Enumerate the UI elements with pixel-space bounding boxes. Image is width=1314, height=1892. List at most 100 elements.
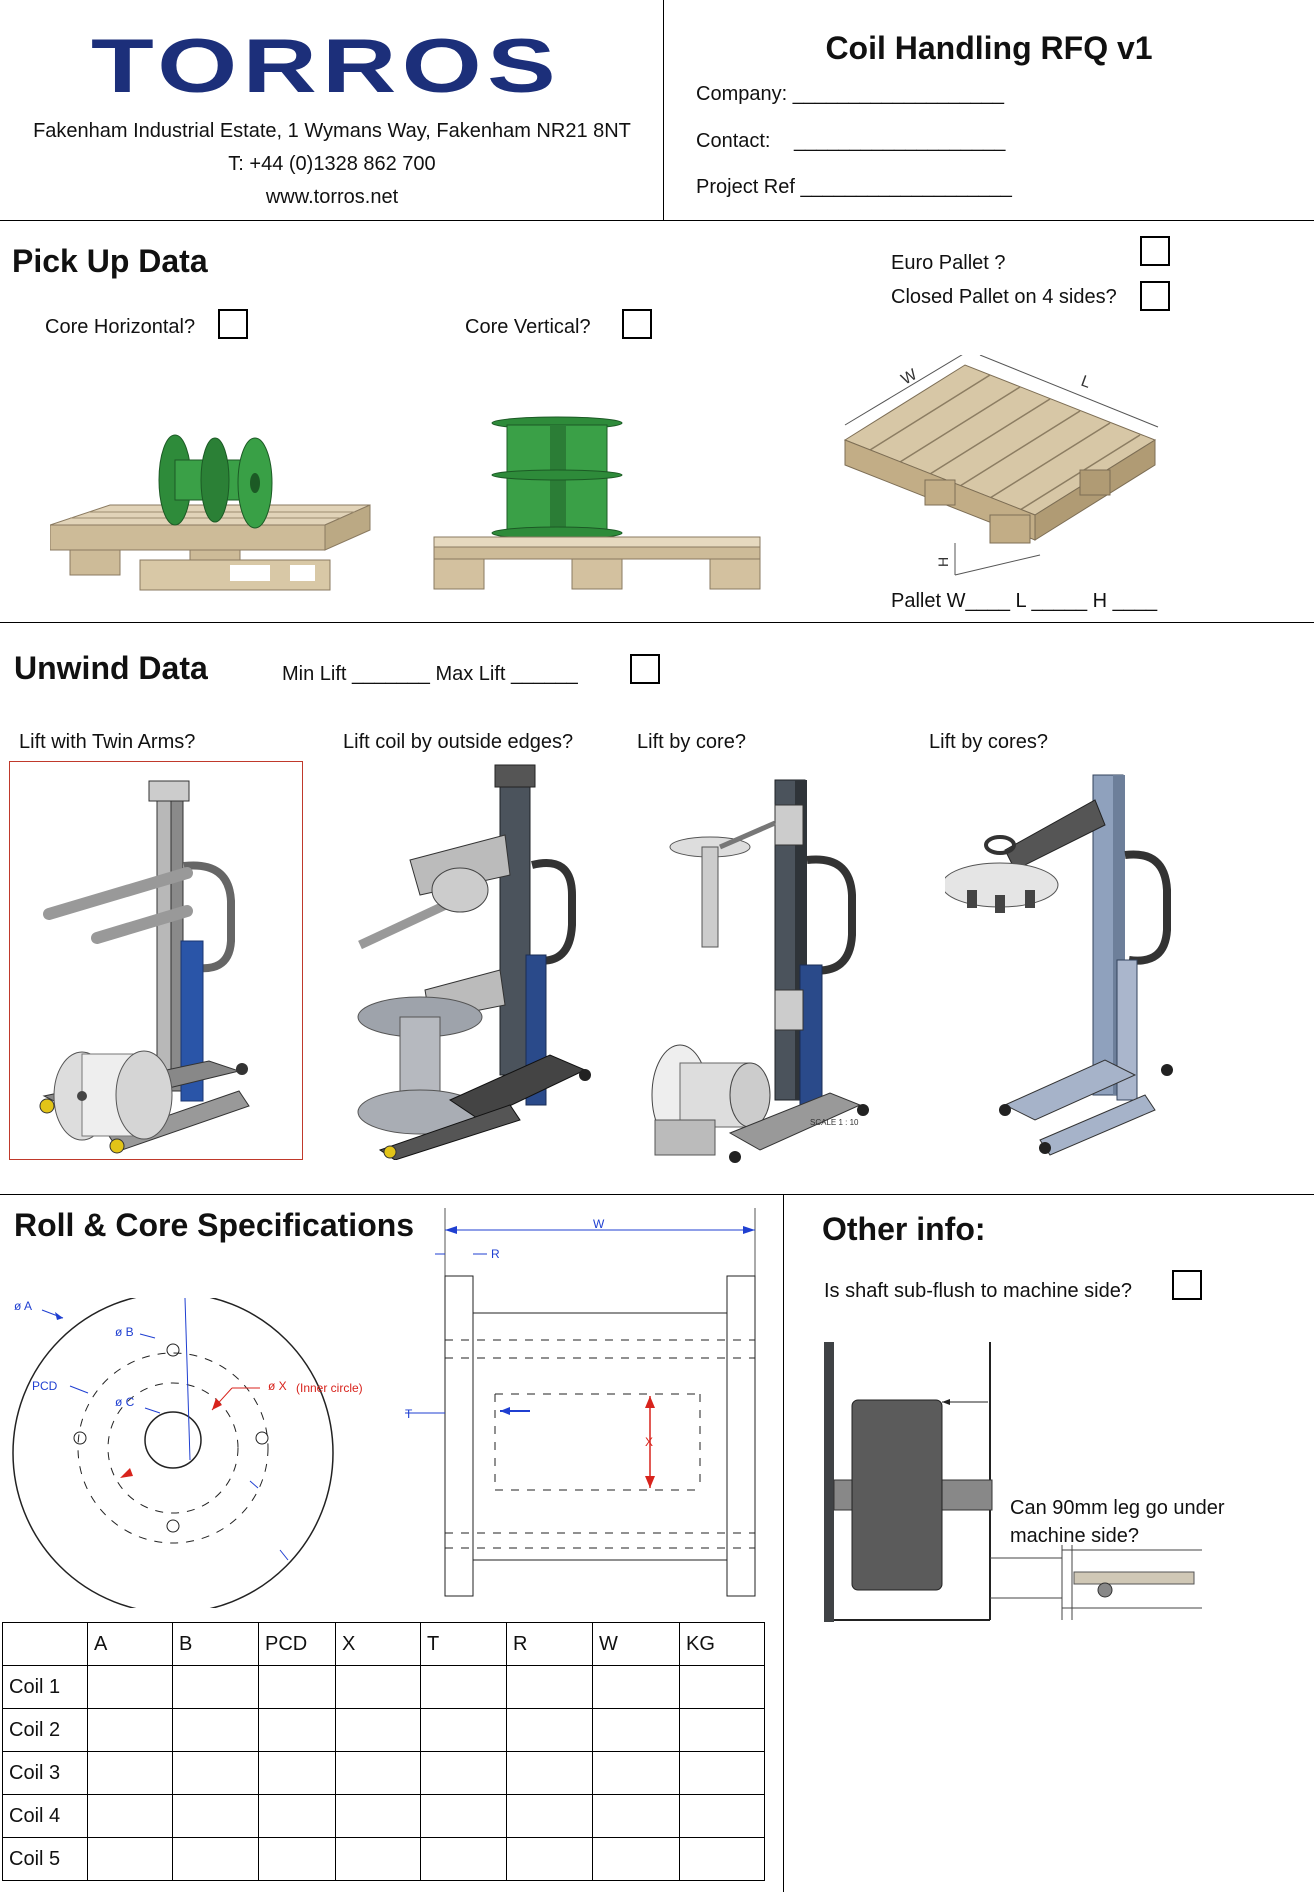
contact-field[interactable]: ___________________ bbox=[794, 130, 1006, 152]
table-cell[interactable] bbox=[420, 1794, 507, 1838]
dim-t-label: T bbox=[405, 1407, 413, 1421]
core-horizontal-checkbox[interactable] bbox=[218, 309, 248, 339]
leg-question-line-2: machine side? bbox=[1010, 1525, 1139, 1547]
table-cell[interactable] bbox=[335, 1837, 421, 1881]
roll-face-diagram: ø A ø B PCD ø C ø X (Inner circle) bbox=[12, 1298, 363, 1608]
table-cell[interactable] bbox=[420, 1751, 507, 1795]
other-info-heading: Other info: bbox=[822, 1211, 986, 1247]
contact-field-label: Contact: bbox=[696, 130, 771, 152]
table-cell[interactable] bbox=[506, 1751, 593, 1795]
table-cell[interactable] bbox=[506, 1794, 593, 1838]
dim-pcd-label: PCD bbox=[32, 1379, 58, 1393]
pallet-l-label: L bbox=[1079, 373, 1093, 392]
table-cell[interactable] bbox=[592, 1751, 680, 1795]
project-ref-field[interactable]: Project Ref ___________________ bbox=[696, 176, 1012, 198]
table-cell[interactable] bbox=[87, 1837, 173, 1881]
core-vertical-checkbox[interactable] bbox=[622, 309, 652, 339]
table-cell[interactable] bbox=[420, 1665, 507, 1709]
table-cell[interactable] bbox=[335, 1665, 421, 1709]
core-horizontal-illustration bbox=[50, 434, 371, 591]
table-cell[interactable] bbox=[258, 1665, 336, 1709]
row-label: Coil 1 bbox=[2, 1665, 88, 1709]
table-row: Coil 1 bbox=[2, 1665, 765, 1709]
table-cell[interactable] bbox=[679, 1751, 765, 1795]
table-cell[interactable] bbox=[87, 1665, 173, 1709]
table-header: R bbox=[506, 1622, 593, 1666]
lift-by-core-lifter-image[interactable]: SCALE 1 : 10 bbox=[650, 775, 875, 1165]
table-cell[interactable] bbox=[87, 1708, 173, 1752]
table-header bbox=[2, 1622, 88, 1666]
table-cell[interactable] bbox=[87, 1751, 173, 1795]
outside-edges-lifter-image[interactable] bbox=[340, 755, 600, 1160]
table-cell[interactable] bbox=[506, 1665, 593, 1709]
dim-x-label: ø X bbox=[268, 1379, 287, 1393]
dim-b-label: ø B bbox=[115, 1325, 134, 1339]
table-header: X bbox=[335, 1622, 421, 1666]
table-cell[interactable] bbox=[87, 1794, 173, 1838]
closed-pallet-checkbox[interactable] bbox=[1140, 281, 1170, 311]
dim-a-label: ø A bbox=[14, 1299, 32, 1313]
lift-range-checkbox[interactable] bbox=[630, 654, 660, 684]
table-cell[interactable] bbox=[172, 1665, 259, 1709]
table-cell[interactable] bbox=[420, 1708, 507, 1752]
table-cell[interactable] bbox=[258, 1794, 336, 1838]
pallet-h-label: H bbox=[935, 557, 951, 567]
dim-r-label: R bbox=[491, 1247, 500, 1261]
table-cell[interactable] bbox=[172, 1794, 259, 1838]
table-header: KG bbox=[679, 1622, 765, 1666]
table-row: Coil 5 bbox=[2, 1837, 765, 1881]
table-cell[interactable] bbox=[258, 1751, 336, 1795]
core-vertical-illustration bbox=[433, 416, 761, 590]
unwind-separator bbox=[0, 1194, 1314, 1195]
core-horizontal-label: Core Horizontal? bbox=[45, 316, 196, 338]
table-cell[interactable] bbox=[172, 1708, 259, 1752]
company-address: Fakenham Industrial Estate, 1 Wymans Way… bbox=[33, 120, 631, 142]
pallet-dimensions-field[interactable]: Pallet W____ L _____ H ____ bbox=[891, 590, 1158, 612]
shaft-subflush-label: Is shaft sub-flush to machine side? bbox=[824, 1280, 1132, 1302]
table-cell[interactable] bbox=[335, 1708, 421, 1752]
table-cell[interactable] bbox=[592, 1708, 680, 1752]
torros-logo: TORROS bbox=[91, 30, 557, 102]
table-cell[interactable] bbox=[258, 1708, 336, 1752]
table-cell[interactable] bbox=[679, 1665, 765, 1709]
table-cell[interactable] bbox=[172, 1751, 259, 1795]
table-cell[interactable] bbox=[592, 1794, 680, 1838]
table-header-row: A B PCD X T R W KG bbox=[2, 1622, 765, 1666]
table-row: Coil 4 bbox=[2, 1794, 765, 1838]
lift-range-field[interactable]: Min Lift _______ Max Lift ______ bbox=[282, 663, 578, 685]
table-cell[interactable] bbox=[679, 1837, 765, 1881]
table-cell[interactable] bbox=[592, 1837, 680, 1881]
twin-arms-lifter-image[interactable] bbox=[9, 761, 303, 1161]
table-cell[interactable] bbox=[592, 1665, 680, 1709]
roll-core-heading: Roll & Core Specifications bbox=[14, 1207, 415, 1243]
table-cell[interactable] bbox=[258, 1837, 336, 1881]
company-website[interactable]: www.torros.net bbox=[265, 186, 399, 208]
dim-x2-label: X bbox=[645, 1435, 653, 1449]
shaft-subflush-checkbox[interactable] bbox=[1172, 1270, 1202, 1300]
form-title: Coil Handling RFQ v1 bbox=[825, 30, 1153, 66]
table-cell[interactable] bbox=[335, 1794, 421, 1838]
header-divider bbox=[663, 0, 664, 220]
euro-pallet-checkbox[interactable] bbox=[1140, 236, 1170, 266]
table-cell[interactable] bbox=[679, 1794, 765, 1838]
table-cell[interactable] bbox=[506, 1837, 593, 1881]
table-header: W bbox=[592, 1622, 680, 1666]
table-header: PCD bbox=[258, 1622, 336, 1666]
table-cell[interactable] bbox=[172, 1837, 259, 1881]
leg-question-line-1: Can 90mm leg go under bbox=[1010, 1497, 1225, 1519]
pallet-dimensions-illustration: W L H bbox=[843, 355, 1159, 576]
company-field[interactable]: Company: ___________________ bbox=[696, 83, 1005, 105]
company-phone: T: +44 (0)1328 862 700 bbox=[228, 153, 436, 175]
table-cell[interactable] bbox=[506, 1708, 593, 1752]
lift-by-cores-label: Lift by cores? bbox=[929, 731, 1048, 753]
table-cell[interactable] bbox=[679, 1708, 765, 1752]
outside-edges-label: Lift coil by outside edges? bbox=[343, 731, 574, 753]
inner-circle-label: (Inner circle) bbox=[296, 1381, 363, 1395]
row-label: Coil 2 bbox=[2, 1708, 88, 1752]
closed-pallet-label: Closed Pallet on 4 sides? bbox=[891, 286, 1117, 308]
lift-by-cores-lifter-image[interactable] bbox=[945, 770, 1185, 1160]
pickup-separator bbox=[0, 622, 1314, 623]
table-header: A bbox=[87, 1622, 173, 1666]
table-cell[interactable] bbox=[420, 1837, 507, 1881]
table-cell[interactable] bbox=[335, 1751, 421, 1795]
